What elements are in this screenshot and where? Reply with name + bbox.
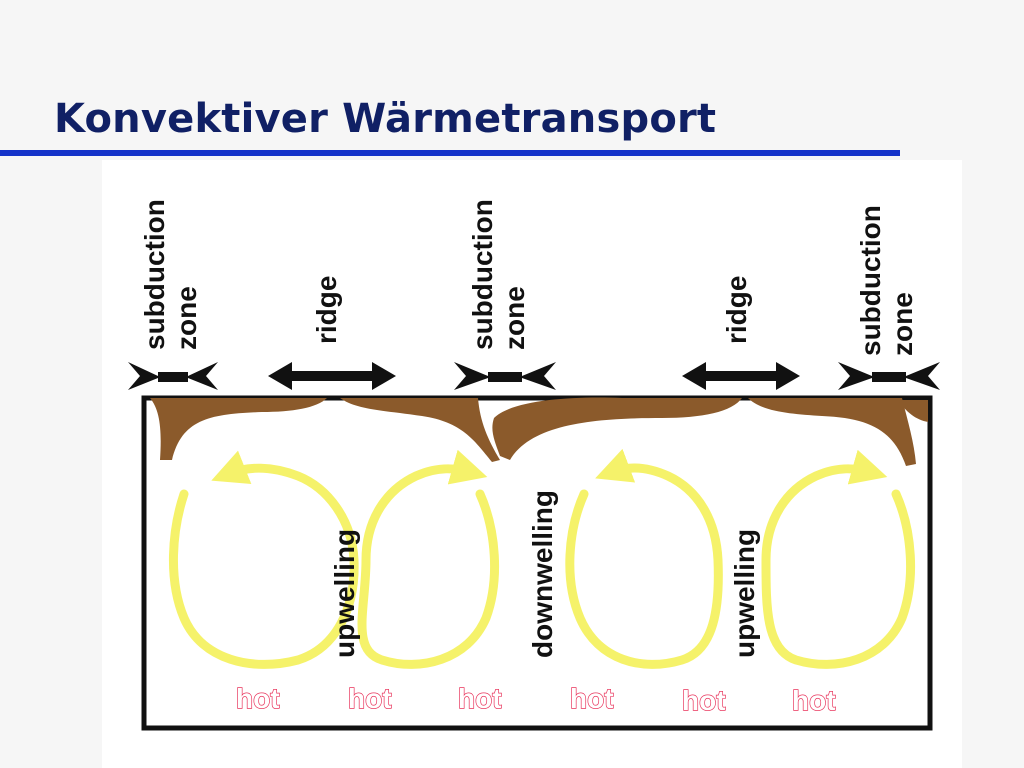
convection-cells bbox=[169, 448, 916, 669]
hot-label: hot bbox=[570, 683, 614, 714]
hot-label: hot bbox=[792, 685, 836, 716]
svg-text:ridge: ridge bbox=[311, 276, 342, 344]
convection-cell-arrow bbox=[565, 448, 723, 669]
title-divider bbox=[0, 150, 900, 156]
hot-label: hot bbox=[458, 683, 502, 714]
convection-cell-arrow bbox=[357, 449, 500, 669]
hot-label: hot bbox=[682, 685, 726, 716]
svg-text:downwelling: downwelling bbox=[527, 490, 558, 658]
plate-segment bbox=[150, 398, 327, 460]
converging-arrows-icon bbox=[128, 362, 218, 390]
label-line: zone bbox=[887, 292, 918, 356]
convection-cell-arrow bbox=[761, 449, 916, 669]
label-line: subduction bbox=[139, 199, 170, 350]
hot-labels: hot hot hot hot hot hot bbox=[235, 682, 836, 716]
subduction-symbol-left bbox=[128, 362, 218, 390]
plate-segment bbox=[340, 398, 500, 462]
label-upwelling-left: upwelling bbox=[329, 529, 360, 658]
svg-text:upwelling: upwelling bbox=[329, 529, 360, 658]
label-subduction-zone-right: subduction zone bbox=[855, 205, 918, 356]
plate-segment bbox=[492, 397, 742, 460]
convection-cell-arrow bbox=[169, 450, 359, 669]
subduction-symbol-right bbox=[838, 362, 940, 390]
svg-text:ridge: ridge bbox=[721, 276, 752, 344]
label-ridge-right: ridge bbox=[721, 276, 752, 344]
slide-title: Konvektiver Wärmetransport bbox=[54, 96, 717, 142]
diverging-arrows-icon bbox=[682, 362, 800, 390]
label-upwelling-right: upwelling bbox=[729, 529, 760, 658]
label-line: zone bbox=[499, 286, 530, 350]
converging-arrows-icon bbox=[454, 362, 556, 390]
convection-diagram: subduction zone ridge subduction zone ri… bbox=[102, 160, 962, 768]
label-ridge-left: ridge bbox=[311, 276, 342, 344]
label-downwelling: downwelling bbox=[527, 490, 558, 658]
label-line: subduction bbox=[467, 199, 498, 350]
diverging-arrows-icon bbox=[268, 362, 396, 390]
label-line: subduction bbox=[855, 205, 886, 356]
label-subduction-zone-middle: subduction zone bbox=[467, 199, 530, 350]
subduction-symbol-middle bbox=[454, 362, 556, 390]
ridge-symbol-left bbox=[268, 362, 396, 390]
ridge-symbol-right bbox=[682, 362, 800, 390]
label-line: zone bbox=[171, 286, 202, 350]
svg-text:upwelling: upwelling bbox=[729, 529, 760, 658]
converging-arrows-icon bbox=[838, 362, 940, 390]
plate-segment bbox=[748, 398, 916, 466]
plate-segment bbox=[898, 400, 928, 422]
mantle-box bbox=[141, 395, 933, 731]
hot-label: hot bbox=[236, 683, 280, 714]
label-subduction-zone-left: subduction zone bbox=[139, 199, 202, 350]
hot-label: hot bbox=[348, 683, 392, 714]
lithosphere-plates bbox=[150, 397, 928, 466]
